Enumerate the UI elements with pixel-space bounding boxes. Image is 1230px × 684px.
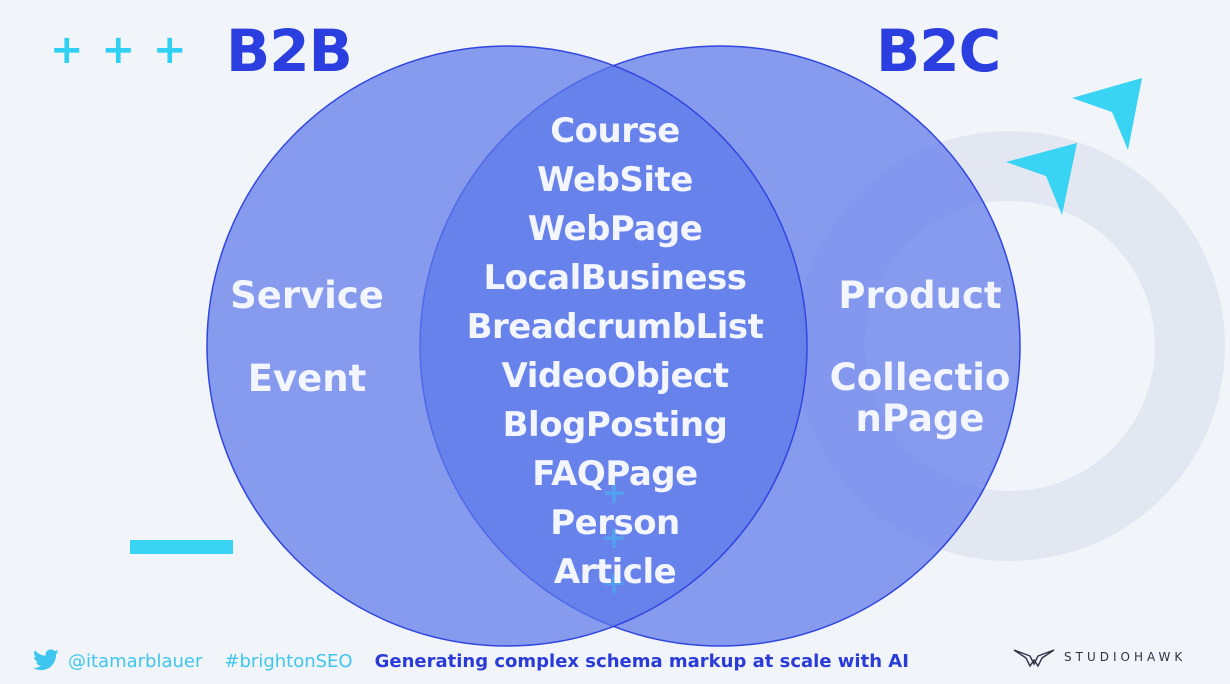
b2b-item-service: Service (230, 274, 384, 317)
plus-icon: + (153, 27, 187, 73)
shared-item: Person (550, 503, 680, 543)
footer: @itamarblauer #brightonSEO Generating co… (32, 646, 909, 676)
decorative-dash (130, 540, 233, 554)
b2c-item-collectionpage: Collectio nPage (829, 356, 1011, 440)
b2c-item-product: Product (838, 274, 1002, 317)
hawk-logo-icon (1013, 649, 1055, 668)
plus-icon: + (601, 476, 626, 511)
shared-item: WebSite (537, 160, 693, 200)
b2b-heading: B2B (226, 17, 353, 85)
studiohawk-logo: STUDIOHAWK (1012, 646, 1186, 668)
b2b-circle (206, 45, 808, 647)
shared-items-list: Course WebSite WebPage LocalBusiness Bre… (430, 110, 800, 600)
plus-icon: + (50, 27, 84, 73)
talk-title: Generating complex schema markup at scal… (374, 650, 909, 672)
shared-item: FAQPage (532, 454, 698, 494)
twitter-handle: @itamarblauer (68, 650, 203, 672)
plus-icon: + (101, 27, 136, 73)
shared-item: VideoObject (501, 356, 730, 396)
shared-item: Article (553, 552, 677, 592)
shared-item: BlogPosting (502, 405, 728, 445)
shared-item: LocalBusiness (483, 258, 747, 298)
twitter-bird-icon (33, 649, 59, 671)
b2c-heading: B2C (876, 17, 1001, 85)
shared-item: BreadcrumbList (466, 307, 764, 347)
shared-item: Course (550, 111, 680, 151)
brand-name: STUDIOHAWK (1064, 650, 1187, 664)
shared-item: WebPage (527, 209, 703, 249)
plus-decoration: + + + (50, 30, 187, 70)
event-hashtag: #brightonSEO (224, 650, 353, 672)
arrow-icon (1006, 143, 1077, 215)
b2b-item-event: Event (247, 357, 367, 400)
arrow-icon (1072, 78, 1142, 150)
plus-icon: + (601, 566, 626, 601)
plus-icon: + (601, 521, 626, 556)
